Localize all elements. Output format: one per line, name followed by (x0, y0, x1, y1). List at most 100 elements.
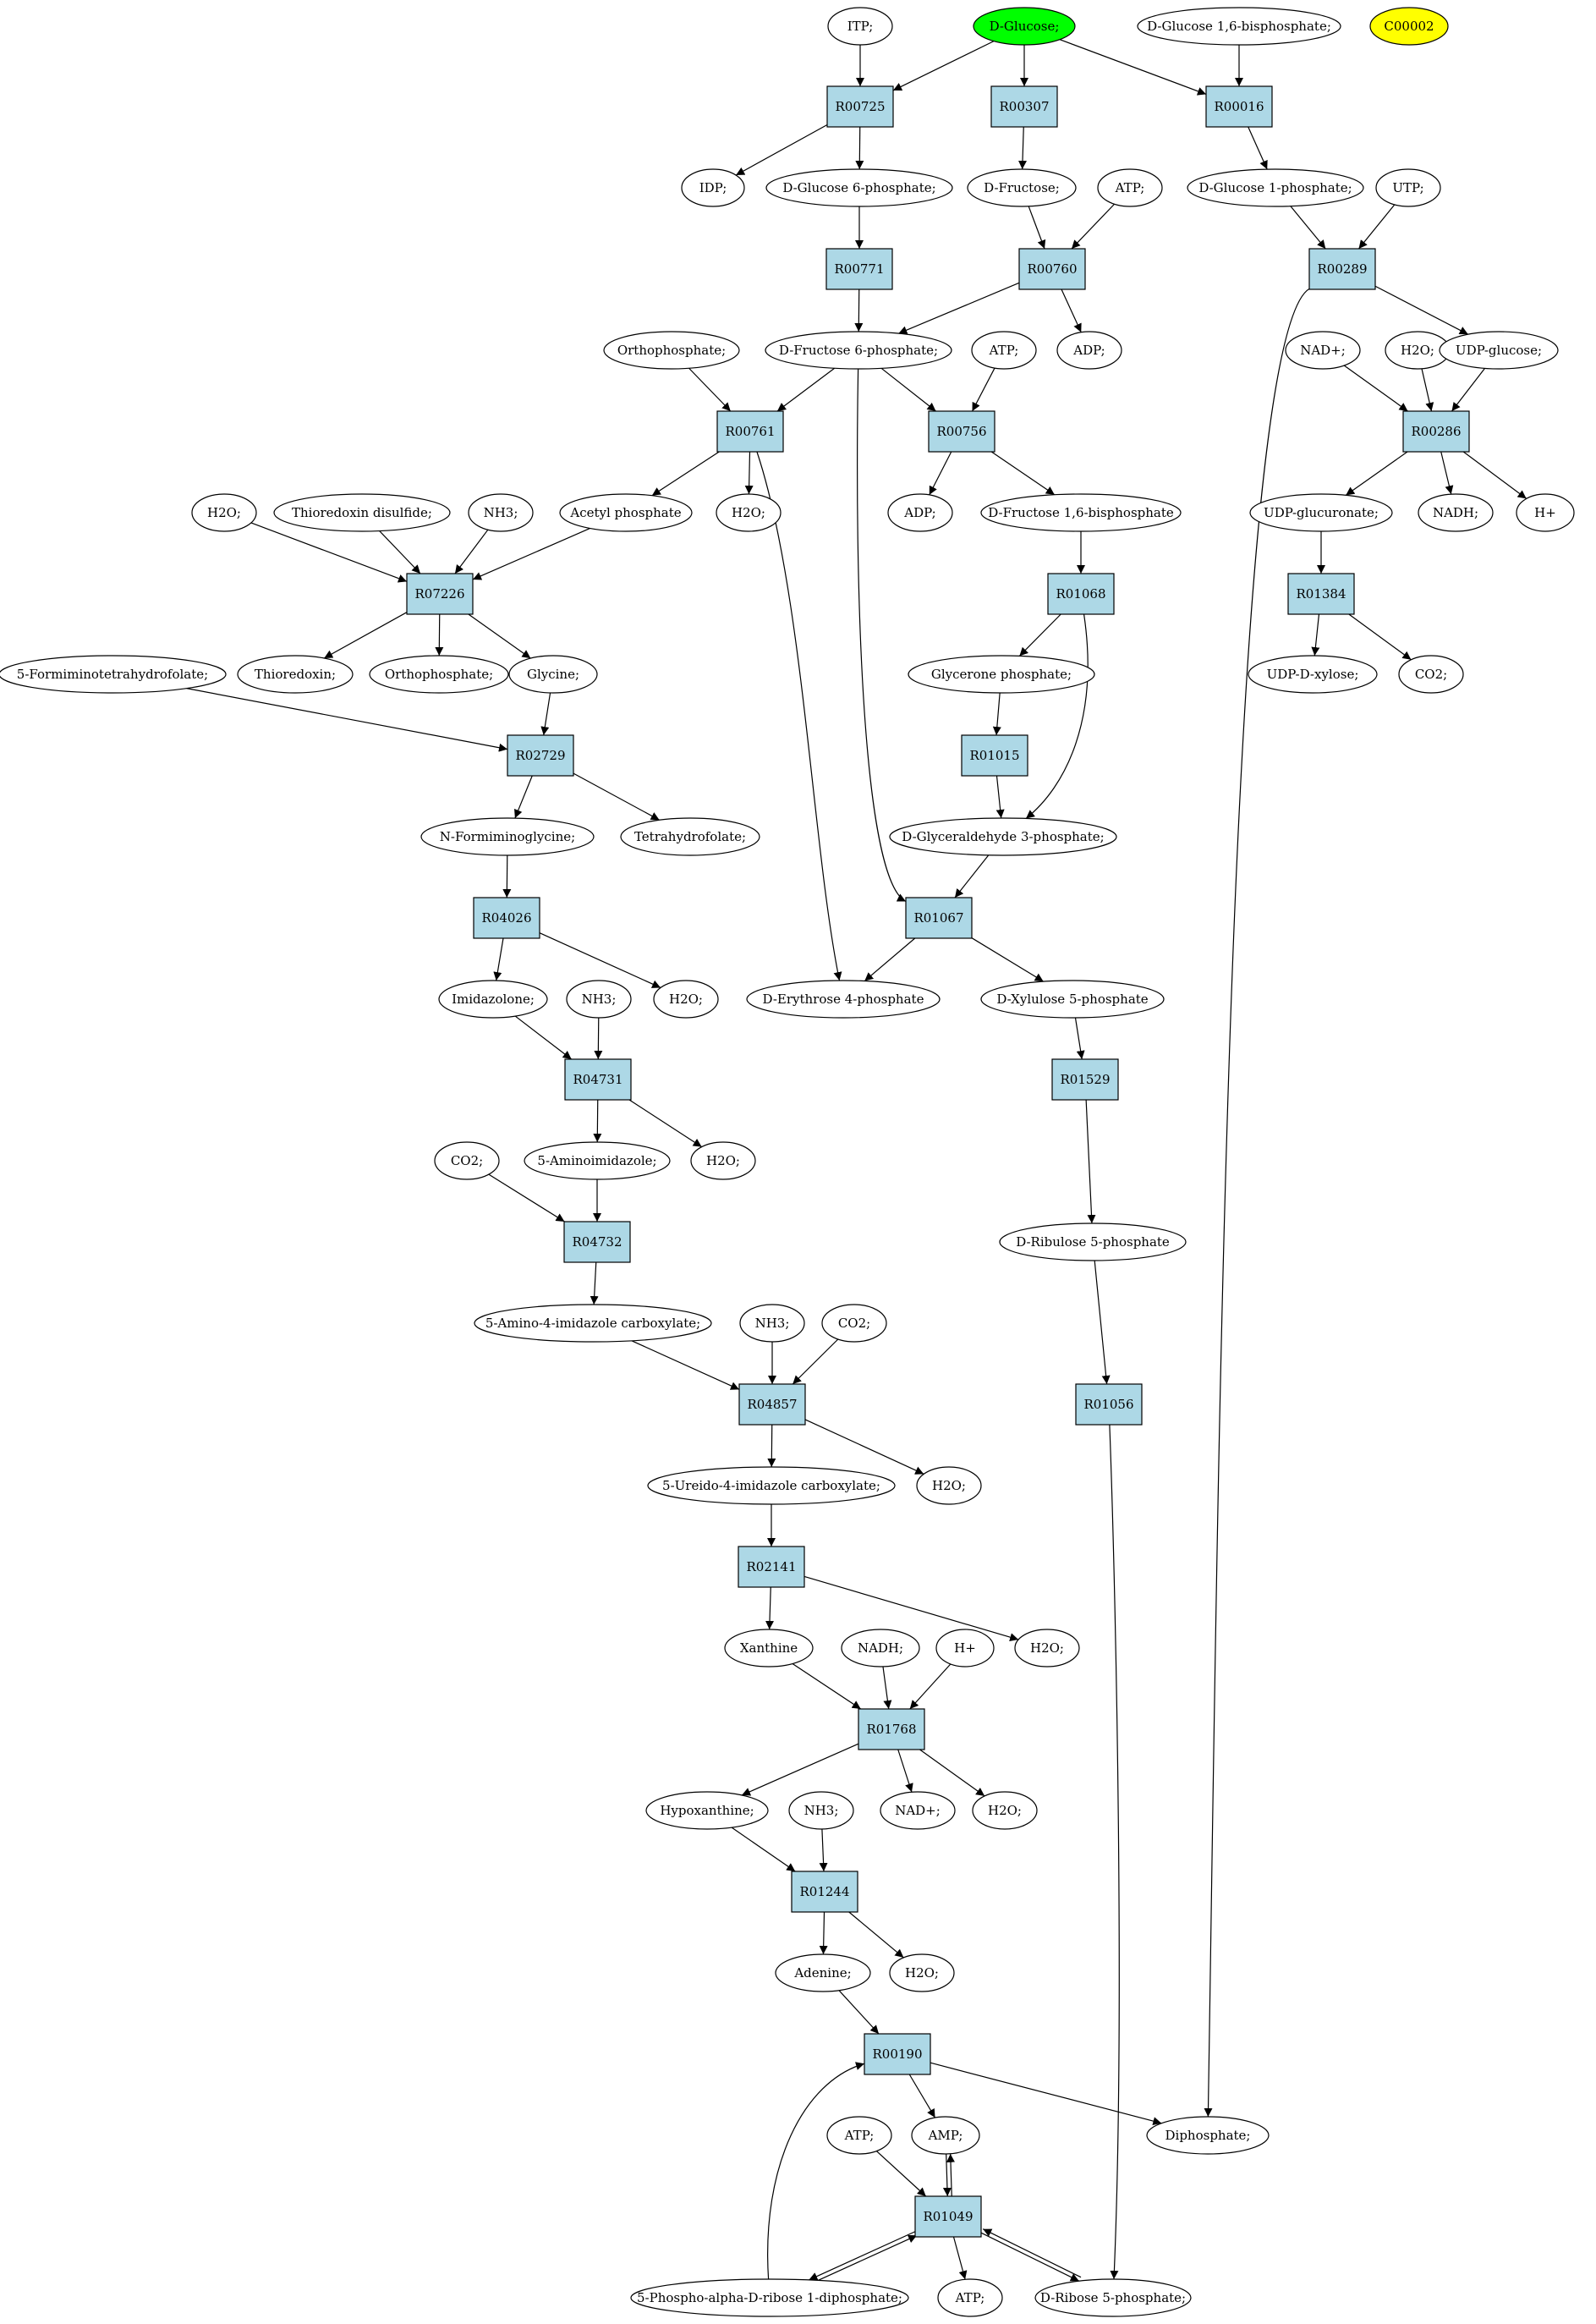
reaction-node-r02141[interactable]: R02141 (738, 1546, 805, 1588)
compound-node-thioredoxin-disulfide[interactable]: Thioredoxin disulfide; (273, 493, 451, 532)
reaction-node-r00190[interactable]: R00190 (864, 2033, 931, 2075)
compound-node-h2o[interactable]: H2O; (916, 1466, 982, 1505)
compound-node-d-ribose-5-phosphate[interactable]: D-Ribose 5-phosphate; (1034, 2278, 1192, 2317)
reaction-node-r00289[interactable]: R00289 (1308, 248, 1376, 290)
compound-node-glycerone-phosphate[interactable]: Glycerone phosphate; (908, 655, 1095, 694)
compound-node-h2o[interactable]: H2O; (690, 1141, 756, 1180)
compound-node-5-amino-4-imidazole-carboxylate[interactable]: 5-Amino-4-imidazole carboxylate; (474, 1304, 712, 1343)
compound-node-atp[interactable]: ATP; (826, 2116, 892, 2155)
compound-node-d-fructose-1-6-bisphosphate[interactable]: D-Fructose 1,6-bisphosphate (980, 493, 1182, 532)
reaction-node-r01067[interactable]: R01067 (905, 897, 973, 939)
node-label: H2O; (932, 1478, 966, 1493)
compound-node-nh3[interactable]: NH3; (788, 1791, 854, 1830)
compound-node-5-phospho-alpha-d-ribose-1-diphosphate[interactable]: 5-Phospho-alpha-D-ribose 1-diphosphate; (630, 2278, 909, 2317)
compound-node-nadh[interactable]: NADH; (841, 1629, 920, 1667)
reaction-node-r00761[interactable]: R00761 (716, 410, 784, 453)
reaction-node-r01015[interactable]: R01015 (961, 734, 1028, 777)
compound-node-co2[interactable]: CO2; (434, 1141, 500, 1180)
compound-node-orthophosphate[interactable]: Orthophosphate; (369, 655, 509, 694)
edge-c-5fthf-to-r-R02729 (186, 688, 508, 752)
compound-node-h2o[interactable]: H2O; (1385, 331, 1451, 370)
compound-node-nh3[interactable]: NH3; (566, 980, 632, 1019)
reaction-node-r01056[interactable]: R01056 (1075, 1383, 1143, 1426)
compound-node-udp-glucuronate[interactable]: UDP-glucuronate; (1249, 493, 1393, 532)
compound-node-adenine[interactable]: Adenine; (775, 1953, 871, 1992)
compound-node-c00002[interactable]: C00002 (1369, 7, 1449, 46)
compound-node-adp[interactable]: ADP; (1056, 331, 1122, 370)
compound-node-5-formiminotetrahydrofolate[interactable]: 5-Formiminotetrahydrofolate; (0, 655, 227, 694)
reaction-node-r00307[interactable]: R00307 (990, 85, 1058, 128)
compound-node-d-glucose-1-6-bisphosphate[interactable]: D-Glucose 1,6-bisphosphate; (1137, 7, 1341, 46)
compound-node-atp[interactable]: ATP; (1097, 168, 1163, 207)
compound-node-d-erythrose-4-phosphate[interactable]: D-Erythrose 4-phosphate (746, 980, 941, 1019)
node-label: Glycerone phosphate; (931, 667, 1072, 682)
compound-node-h2o[interactable]: H2O; (716, 493, 782, 532)
compound-node-nadplus[interactable]: NAD+; (880, 1791, 956, 1830)
compound-node-hypoxanthine[interactable]: Hypoxanthine; (645, 1791, 769, 1830)
compound-node-amp[interactable]: AMP; (911, 2116, 980, 2155)
reaction-node-r07226[interactable]: R07226 (406, 573, 474, 615)
compound-node-h2o[interactable]: H2O; (972, 1791, 1038, 1830)
reaction-node-r01068[interactable]: R01068 (1047, 573, 1115, 615)
compound-node-imidazolone[interactable]: Imidazolone; (438, 980, 548, 1019)
compound-node-5-ureido-4-imidazole-carboxylate[interactable]: 5-Ureido-4-imidazole carboxylate; (647, 1466, 896, 1505)
compound-node-d-xylulose-5-phosphate[interactable]: D-Xylulose 5-phosphate (980, 980, 1165, 1019)
reaction-node-r00760[interactable]: R00760 (1018, 248, 1086, 290)
reaction-node-r01049[interactable]: R01049 (914, 2195, 982, 2238)
reaction-node-r04026[interactable]: R04026 (473, 897, 540, 939)
node-label: UTP; (1392, 180, 1423, 195)
compound-node-n-formiminoglycine[interactable]: N-Formiminoglycine; (420, 817, 595, 856)
compound-node-itp[interactable]: ITP; (827, 7, 893, 46)
compound-node-glycine[interactable]: Glycine; (508, 655, 598, 694)
reaction-node-r00286[interactable]: R00286 (1402, 410, 1470, 453)
compound-node-adp[interactable]: ADP; (887, 493, 953, 532)
reaction-node-r01244[interactable]: R01244 (791, 1871, 858, 1913)
compound-node-diphosphate[interactable]: Diphosphate; (1146, 2116, 1270, 2155)
compound-node-h2o[interactable]: H2O; (889, 1953, 955, 1992)
reaction-node-r00016[interactable]: R00016 (1205, 85, 1273, 128)
reaction-node-r02729[interactable]: R02729 (507, 734, 574, 777)
compound-node-atp[interactable]: ATP; (971, 331, 1037, 370)
compound-node-d-fructose[interactable]: D-Fructose; (967, 168, 1077, 207)
compound-node-nh3[interactable]: NH3; (468, 493, 534, 532)
compound-node-d-glucose-6-phosphate[interactable]: D-Glucose 6-phosphate; (765, 168, 953, 207)
node-label: Diphosphate; (1165, 2128, 1251, 2143)
reaction-node-r04857[interactable]: R04857 (738, 1383, 806, 1426)
compound-node-d-glucose[interactable]: D-Glucose; (973, 7, 1076, 46)
compound-node-d-glyceraldehyde-3-phosphate[interactable]: D-Glyceraldehyde 3-phosphate; (889, 817, 1117, 856)
compound-node-xanthine[interactable]: Xanthine (724, 1629, 814, 1667)
reaction-node-r00771[interactable]: R00771 (825, 248, 893, 290)
compound-node-orthophosphate[interactable]: Orthophosphate; (603, 331, 740, 370)
compound-node-thioredoxin[interactable]: Thioredoxin; (237, 655, 354, 694)
compound-node-d-glucose-1-phosphate[interactable]: D-Glucose 1-phosphate; (1187, 168, 1364, 207)
reaction-node-r01384[interactable]: R01384 (1287, 573, 1355, 615)
compound-node-nh3[interactable]: NH3; (739, 1304, 805, 1343)
compound-node-atp[interactable]: ATP; (937, 2278, 1003, 2317)
compound-node-udp-d-xylose[interactable]: UDP-D-xylose; (1248, 655, 1378, 694)
reaction-node-r04731[interactable]: R04731 (564, 1058, 632, 1101)
compound-node-nadplus[interactable]: NAD+; (1285, 331, 1361, 370)
compound-node-co2[interactable]: CO2; (1398, 655, 1464, 694)
reaction-node-r01529[interactable]: R01529 (1051, 1058, 1119, 1101)
reaction-node-r01768[interactable]: R01768 (858, 1708, 925, 1750)
compound-node-co2[interactable]: CO2; (821, 1304, 887, 1343)
compound-node-nadh[interactable]: NADH; (1418, 493, 1494, 532)
compound-ellipse (690, 1141, 756, 1180)
compound-node-udp-glucose[interactable]: UDP-glucose; (1439, 331, 1559, 370)
compound-node-h2o[interactable]: H2O; (1014, 1629, 1080, 1667)
compound-node-5-aminoimidazole[interactable]: 5-Aminoimidazole; (524, 1141, 671, 1180)
compound-node-utp[interactable]: UTP; (1375, 168, 1441, 207)
compound-node-idp[interactable]: IDP; (681, 168, 745, 207)
compound-node-hplus[interactable]: H+ (935, 1629, 995, 1667)
compound-node-d-ribulose-5-phosphate[interactable]: D-Ribulose 5-phosphate (999, 1222, 1187, 1261)
reaction-node-r04732[interactable]: R04732 (563, 1221, 631, 1263)
compound-node-d-fructose-6-phosphate[interactable]: D-Fructose 6-phosphate; (765, 331, 952, 370)
reaction-node-r00725[interactable]: R00725 (826, 85, 894, 128)
reaction-node-r00756[interactable]: R00756 (928, 410, 995, 453)
compound-node-h2o[interactable]: H2O; (191, 493, 257, 532)
compound-node-hplus[interactable]: H+ (1516, 493, 1575, 532)
compound-node-h2o[interactable]: H2O; (653, 980, 719, 1019)
compound-node-tetrahydrofolate[interactable]: Tetrahydrofolate; (620, 817, 760, 856)
compound-node-acetyl-phosphate[interactable]: Acetyl phosphate (559, 493, 693, 532)
edge-c-thioredoxin-ds-to-r-R07226 (379, 530, 421, 574)
